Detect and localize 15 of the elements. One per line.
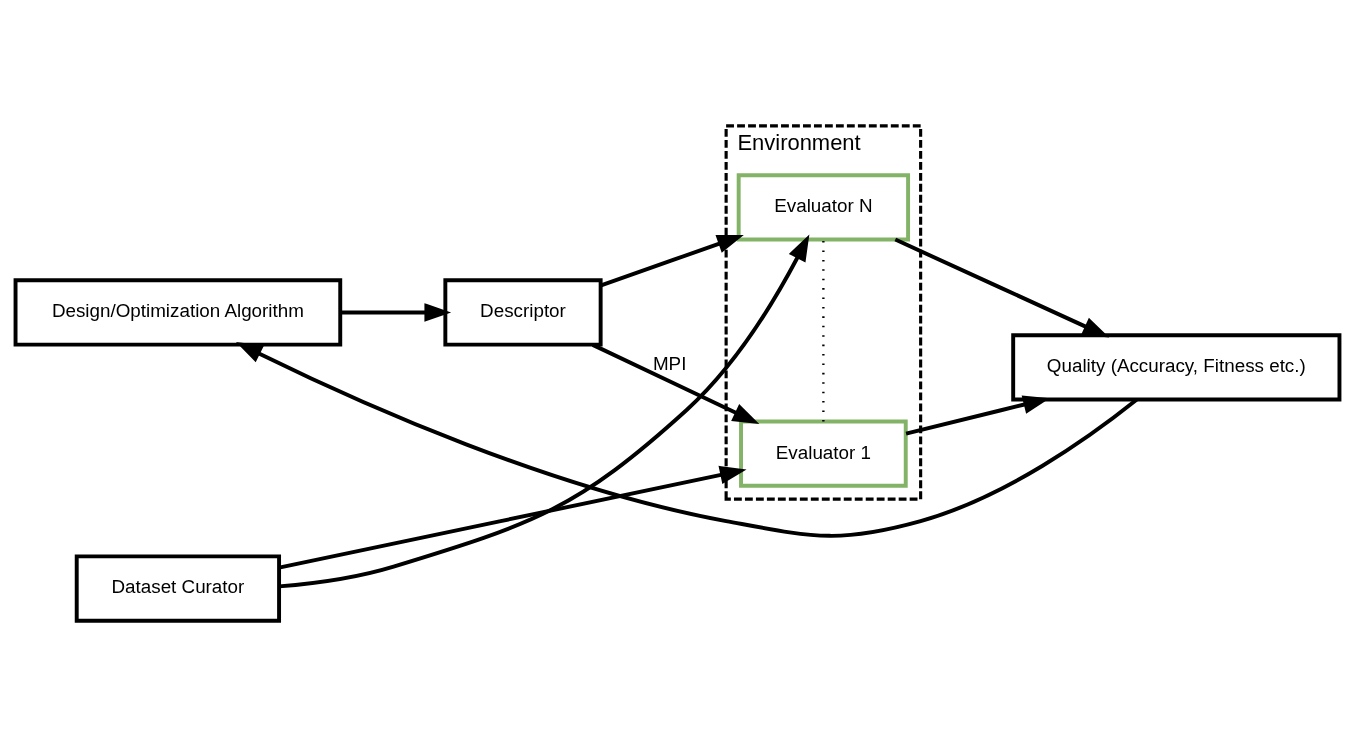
- edge-label: MPI: [652, 352, 687, 374]
- arrow: [235, 341, 1138, 538]
- node-box: Quality (Accuracy, Fitness etc.): [1011, 332, 1342, 401]
- node-box: Design/Optimization Algorithm: [13, 277, 343, 347]
- node-box: Evaluator 1: [739, 419, 908, 488]
- arrow: [340, 302, 452, 322]
- node-box: Dataset Curator: [74, 553, 282, 623]
- arrow: [600, 234, 744, 287]
- arrow: [591, 342, 760, 424]
- arrow: [278, 465, 747, 570]
- node-box: Descriptor: [443, 277, 603, 347]
- arrow: [278, 233, 810, 588]
- node-box: Evaluator N: [736, 172, 911, 241]
- arrow: [905, 395, 1050, 436]
- arrow: [894, 237, 1110, 337]
